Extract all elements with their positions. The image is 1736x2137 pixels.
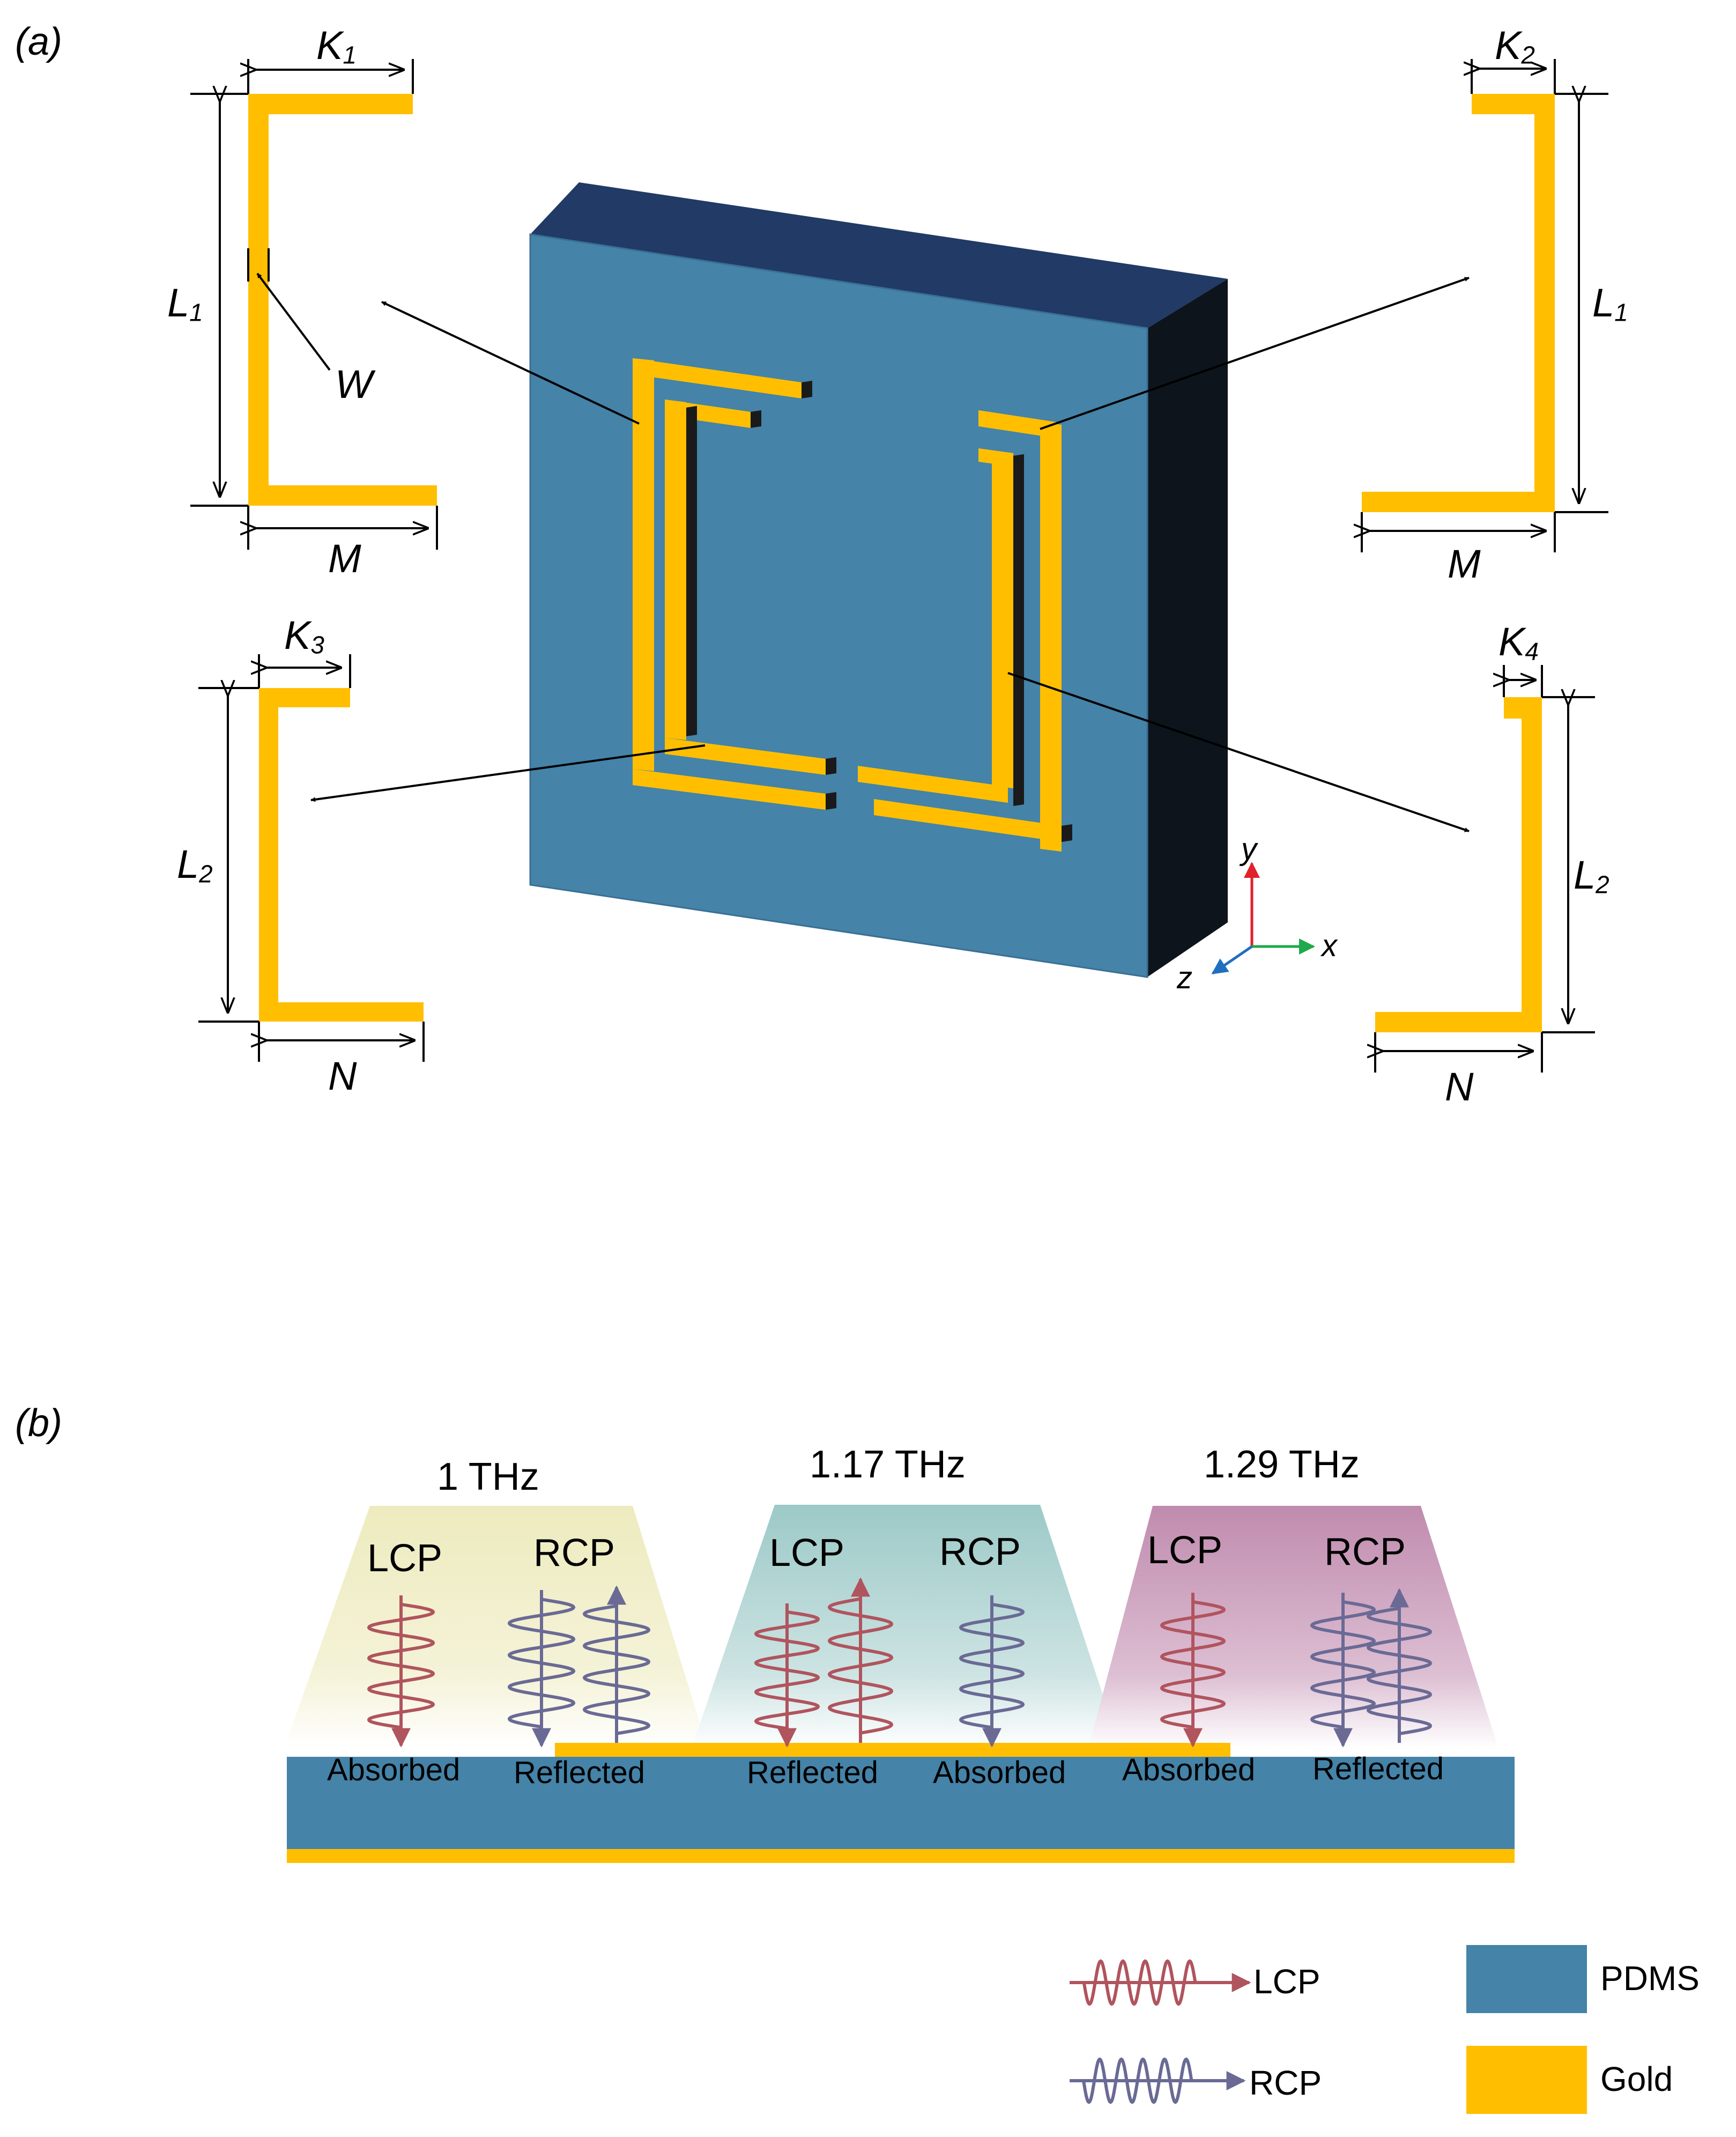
- group1-rcp-result: Reflected: [514, 1755, 646, 1790]
- group3-rcp-label: RCP: [1324, 1530, 1406, 1573]
- group2-rcp-label: RCP: [939, 1530, 1021, 1573]
- group1-lcp-label: LCP: [367, 1537, 443, 1580]
- dim-label-l1-left: L1: [167, 280, 203, 327]
- pdms-block-side: [1147, 279, 1228, 977]
- detail-shape-bottom-right: [1375, 665, 1595, 1073]
- legend-rcp-label: RCP: [1249, 2064, 1322, 2102]
- wave-g2-rcp-incident: [959, 1595, 1025, 1748]
- legend-gold-label: Gold: [1600, 2060, 1673, 2098]
- pointer-arrow-bottom-right: [1007, 672, 1470, 832]
- dim-label-w: W: [335, 362, 373, 406]
- cone-117thz: [692, 1505, 1121, 1748]
- group1-rcp-label: RCP: [533, 1532, 615, 1574]
- pointer-arrows: [310, 277, 1470, 832]
- legend-gold-swatch: [1466, 2046, 1587, 2114]
- light-cones: [284, 1505, 1498, 1748]
- freq-label-117thz: 1.17 THz: [810, 1443, 966, 1486]
- wave-g1-rcp-incident: [507, 1590, 576, 1748]
- axis-label-x: x: [1322, 928, 1337, 963]
- freq-label-1thz: 1 THz: [437, 1455, 539, 1498]
- detail-shape-top-left: [190, 59, 438, 550]
- dim-label-m-right: M: [1448, 542, 1481, 586]
- wave-g1-lcp-incident: [367, 1595, 435, 1748]
- detail-shape-bottom-left: [198, 654, 425, 1062]
- cone-1thz: [284, 1506, 708, 1748]
- axis-label-y: y: [1241, 832, 1257, 867]
- dim-label-l1-right: L1: [1592, 280, 1628, 327]
- layered-structure: [287, 1743, 1515, 1863]
- resonator-inner-left: [665, 400, 836, 775]
- pointer-arrow-top-left: [381, 301, 640, 425]
- wave-g3-lcp-incident: [1160, 1593, 1226, 1748]
- group2-lcp-label: LCP: [769, 1532, 845, 1574]
- detail-shape-top-right: [1362, 59, 1608, 552]
- panel-b-label: (b): [15, 1402, 62, 1445]
- resonator-inner-right: [858, 448, 1024, 806]
- dim-label-k1: K1: [316, 23, 357, 69]
- gold-ground-layer: [287, 1849, 1515, 1863]
- dim-label-n-right: N: [1445, 1064, 1474, 1109]
- dim-label-l2-right: L2: [1574, 853, 1609, 899]
- dim-label-k3: K3: [284, 613, 324, 659]
- dim-label-k2: K2: [1495, 23, 1535, 69]
- legend-lcp-wave-icon: [1070, 1959, 1251, 2006]
- coordinate-axes: [1211, 862, 1315, 975]
- wave-g2-lcp-incident: [754, 1603, 820, 1748]
- pointer-arrow-top-right: [1040, 277, 1470, 430]
- legend-waves: [1070, 1959, 1251, 2104]
- group2-lcp-result: Reflected: [747, 1755, 879, 1790]
- pointer-arrow-bottom-left: [310, 744, 706, 802]
- legend-pdms-label: PDMS: [1600, 1959, 1700, 1998]
- wave-g1-rcp-reflected: [582, 1585, 651, 1743]
- gold-top-strip: [555, 1743, 1230, 1757]
- panel-a-label: (a): [15, 20, 62, 63]
- pdms-block-top: [530, 182, 1228, 328]
- group2-rcp-result: Absorbed: [933, 1755, 1066, 1790]
- legend-lcp-label: LCP: [1253, 1962, 1320, 2001]
- dim-label-m-left: M: [328, 536, 361, 581]
- dim-label-l2-left: L2: [177, 842, 213, 888]
- legend-rcp-wave-icon: [1070, 2057, 1246, 2104]
- freq-label-129thz: 1.29 THz: [1204, 1443, 1360, 1486]
- wave-arrows: [367, 1577, 1433, 1748]
- gold-resonators: [633, 358, 1072, 852]
- legend-pdms-swatch: [1466, 1945, 1587, 2013]
- dim-label-n-left: N: [328, 1054, 357, 1098]
- axis-label-z: z: [1177, 960, 1192, 995]
- group3-lcp-result: Absorbed: [1122, 1753, 1256, 1787]
- wave-g2-lcp-reflected: [827, 1577, 894, 1743]
- resonator-outer-left: [633, 358, 836, 810]
- group3-lcp-label: LCP: [1147, 1529, 1223, 1572]
- resonator-outer-right: [874, 410, 1072, 852]
- group1-lcp-result: Absorbed: [327, 1753, 461, 1787]
- wave-g3-rcp-incident: [1310, 1593, 1376, 1748]
- dim-label-k4: K4: [1498, 619, 1539, 665]
- wave-g3-rcp-reflected: [1366, 1588, 1433, 1743]
- pdms-layer: [287, 1757, 1515, 1849]
- group3-rcp-result: Reflected: [1312, 1751, 1444, 1786]
